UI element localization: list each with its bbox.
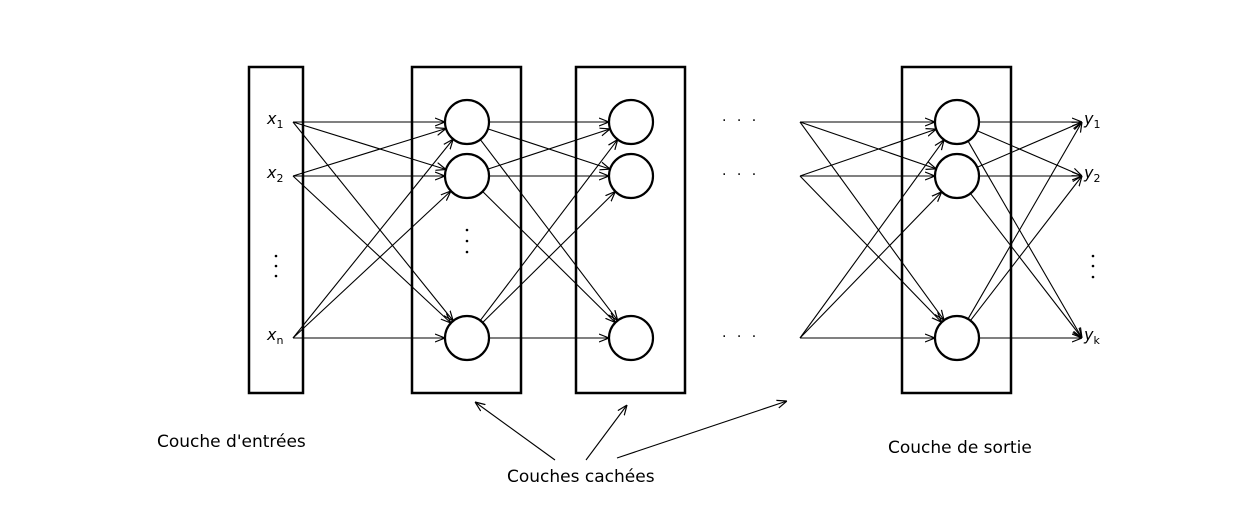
connection-edge: [292, 139, 453, 339]
connection-edge: [799, 121, 936, 169]
neuron: [933, 98, 981, 146]
hidden-layers-caption: Couches cachées: [507, 467, 655, 487]
connection-edge: [292, 121, 446, 169]
connections: [292, 121, 1082, 339]
neuron: [607, 152, 655, 200]
vertical-ellipsis-input: [274, 254, 278, 278]
neuron: [933, 152, 981, 200]
neuron: [443, 152, 491, 200]
neuron: [443, 98, 491, 146]
input-label-n: xn: [266, 325, 283, 347]
hidden-layer-1-box: [410, 65, 523, 395]
output-label-k: yk: [1083, 325, 1100, 347]
connection-edge: [799, 121, 944, 320]
callout-arrow-hidden-1: [475, 402, 556, 461]
input-label-2: x2: [266, 163, 283, 185]
connection-edge: [970, 176, 1082, 321]
connection-edge: [967, 140, 1082, 338]
connection-edge: [292, 121, 453, 321]
connection-edge: [799, 175, 942, 322]
neuron: [607, 98, 655, 146]
neuron: [607, 314, 655, 362]
output-label-2: y2: [1083, 163, 1100, 185]
connection-edge: [487, 129, 610, 170]
connection-edge: [970, 193, 1082, 338]
connection-edge: [292, 129, 446, 177]
connection-edge: [292, 175, 451, 323]
callout-arrow-hidden-3: [616, 401, 787, 459]
vertical-ellipsis-hidden: [465, 228, 469, 254]
neuron: [443, 314, 491, 362]
output-label-1: y1: [1083, 109, 1100, 131]
connection-edge: [799, 140, 944, 339]
connection-edge: [967, 122, 1082, 320]
hidden-layer-2-neurons: [607, 98, 655, 362]
neuron: [933, 314, 981, 362]
ellipsis-row-1: · · ·: [722, 113, 759, 129]
output-layer-neurons: [933, 98, 981, 362]
connection-edge: [479, 140, 617, 321]
connection-edge: [976, 122, 1082, 168]
ellipsis-row-2: · · ·: [722, 167, 759, 183]
output-layer-box: [900, 65, 1013, 395]
output-layer-caption: Couche de sortie: [888, 438, 1032, 458]
connection-edge: [976, 130, 1082, 176]
ellipsis-row-n: · · ·: [722, 329, 759, 345]
vertical-ellipsis-output: [1091, 254, 1095, 279]
hidden-layer-1-neurons: [443, 98, 491, 362]
input-label-1: x1: [266, 109, 283, 131]
callout-arrow-hidden-2: [585, 405, 627, 461]
input-layer-caption: Couche d'entrées: [157, 432, 306, 452]
hidden-layer-2-box: [574, 65, 687, 395]
connection-edge: [799, 129, 936, 177]
connection-edge: [799, 192, 942, 339]
connection-edge: [482, 191, 616, 323]
input-layer-box: [247, 65, 305, 395]
connection-edge: [292, 191, 451, 339]
